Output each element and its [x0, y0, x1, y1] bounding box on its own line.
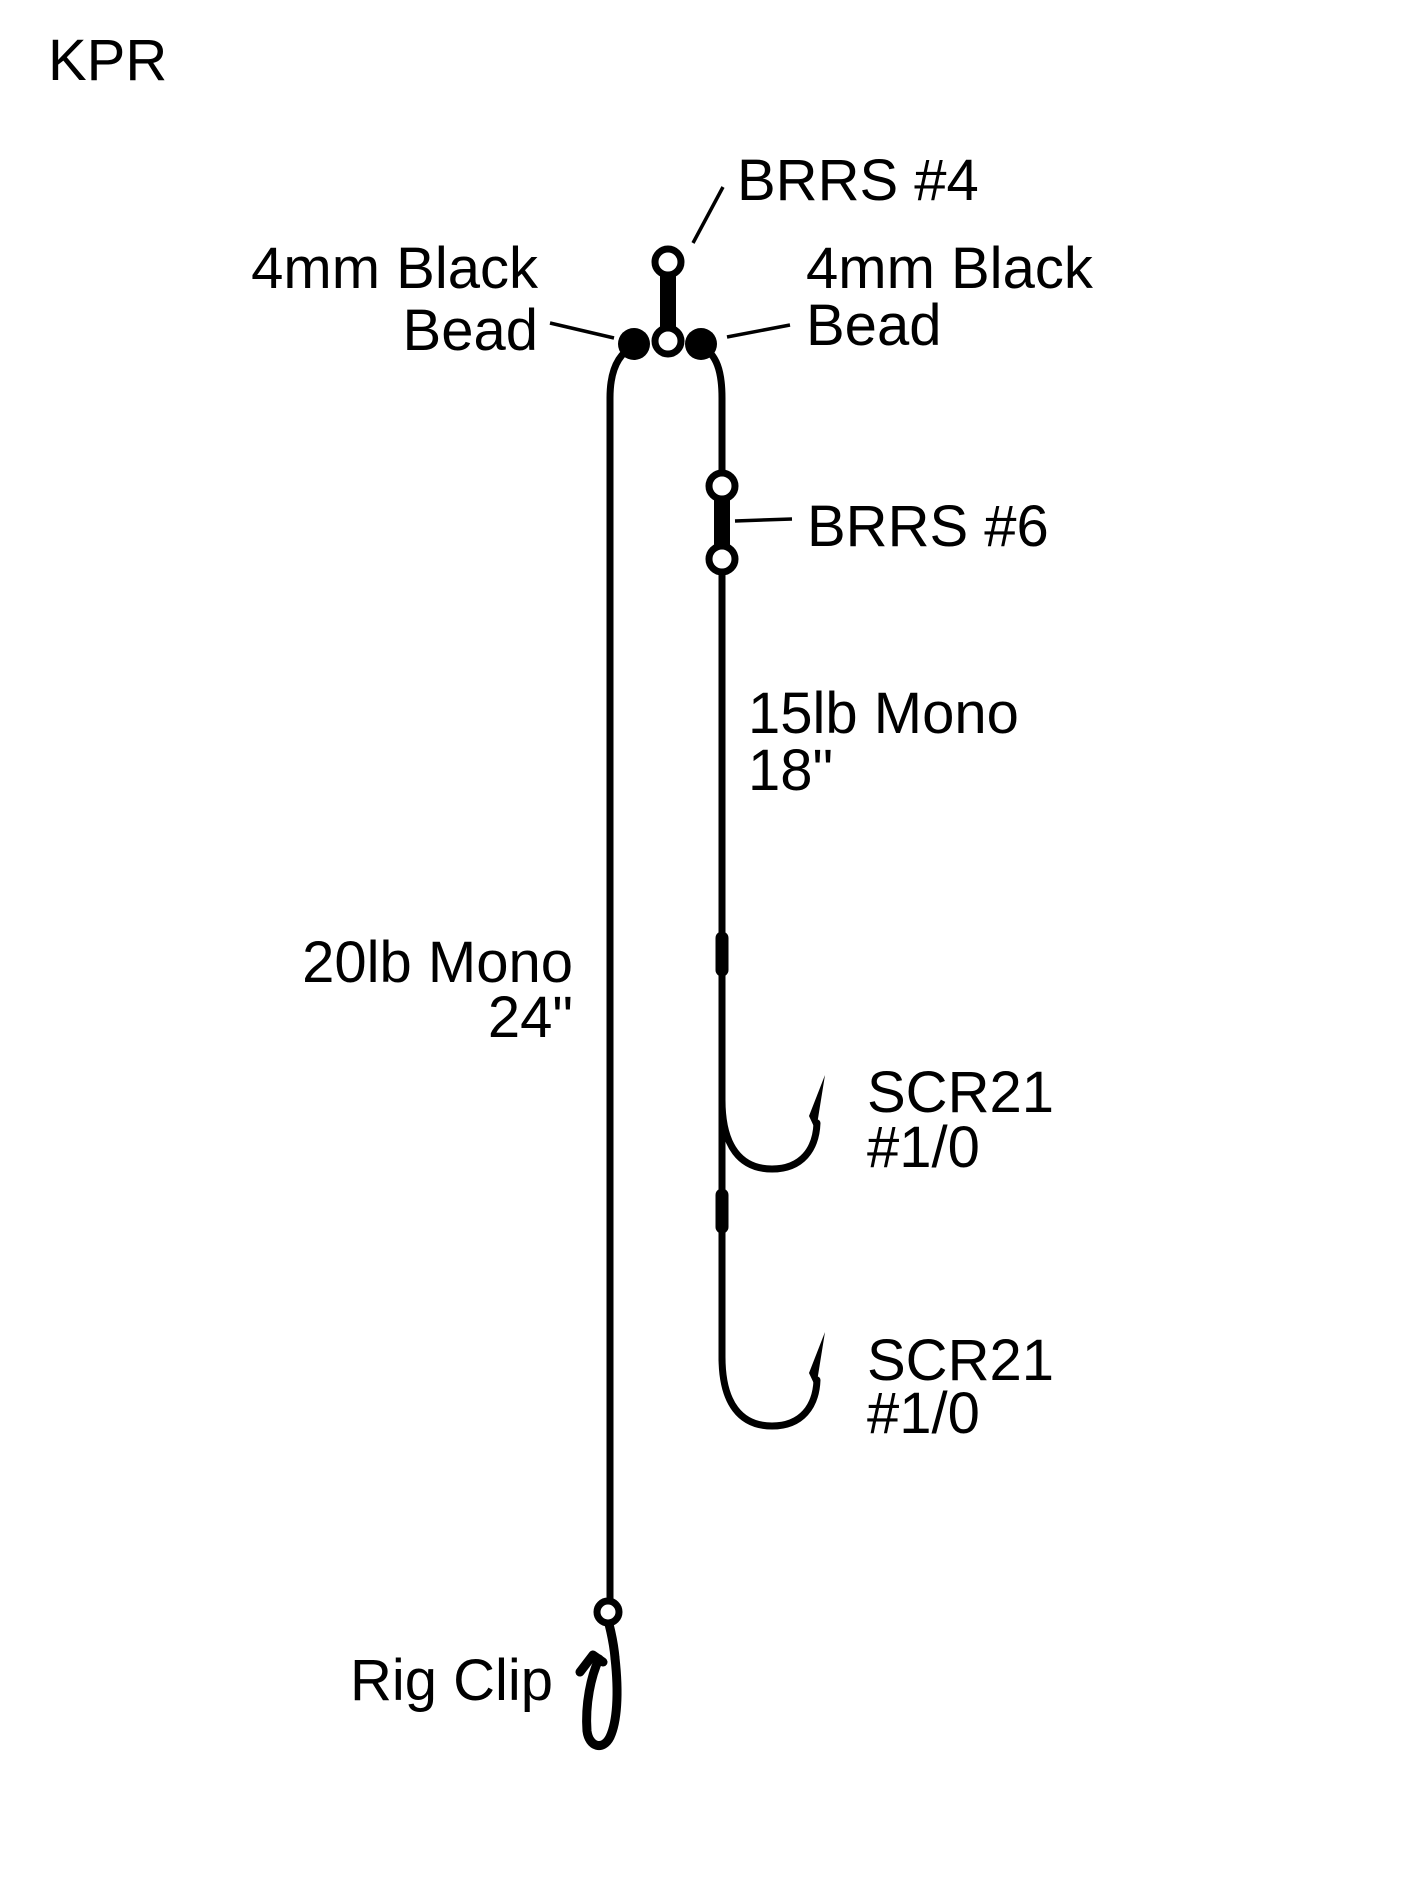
- bottom-hook-label-line1: SCR21: [867, 1328, 1054, 1393]
- main-line-label-line1: 20lb Mono: [302, 930, 573, 995]
- top-swivel: [651, 245, 685, 358]
- dropper-swivel-upper-ring: [705, 469, 739, 503]
- bottom-hook-bend: [718, 1353, 821, 1430]
- rig-clip: [575, 1597, 623, 1750]
- dropper-line-upper: [697, 342, 726, 476]
- top-hook: [715, 931, 825, 1173]
- left-bead-label-line1: 4mm Black: [251, 236, 539, 301]
- rig-clip-latch: [575, 1650, 608, 1677]
- right-bead: [685, 328, 717, 360]
- main-line: [606, 342, 638, 1602]
- main-line-label-line2: 24": [488, 985, 573, 1050]
- bottom-hook: [715, 1188, 825, 1430]
- top-hook-label-line1: SCR21: [867, 1060, 1054, 1125]
- dropper-swivel-body: [714, 499, 730, 546]
- dropper-swivel-leader-line: [734, 517, 793, 523]
- top-swivel-lower-ring: [651, 324, 685, 358]
- page-title: KPR: [48, 28, 167, 93]
- hook-snood-label-line1: 15lb Mono: [748, 681, 1019, 746]
- right-bead-label-line2: Bead: [806, 293, 941, 358]
- dropper-swivel: [705, 469, 739, 576]
- right-bead-label-line1: 4mm Black: [806, 236, 1094, 301]
- left-bead-label-line2: Bead: [403, 298, 538, 363]
- top-swivel-leader-line: [691, 186, 725, 244]
- bottom-hook-label-line2: #1/0: [867, 1381, 980, 1446]
- top-hook-label-line2: #1/0: [867, 1115, 980, 1180]
- left-bead-leader-line: [549, 321, 615, 340]
- rig-clip-label: Rig Clip: [350, 1648, 553, 1713]
- hook-snood-label-line2: 18": [748, 738, 833, 803]
- top-hook-point-barb: [809, 1075, 825, 1131]
- top-swivel-label: BRRS #4: [737, 148, 979, 213]
- right-bead-leader-line: [726, 323, 791, 339]
- dropper-swivel-lower-ring: [705, 542, 739, 576]
- top-hook-bend: [718, 1096, 821, 1173]
- rig-clip-loop: [582, 1653, 622, 1750]
- top-swivel-upper-ring: [651, 245, 685, 279]
- top-swivel-body: [660, 276, 676, 329]
- bottom-hook-point-barb: [809, 1332, 825, 1388]
- rig-clip-shank: [604, 1619, 620, 1663]
- left-bead: [618, 328, 650, 360]
- dropper-swivel-label: BRRS #6: [807, 494, 1049, 559]
